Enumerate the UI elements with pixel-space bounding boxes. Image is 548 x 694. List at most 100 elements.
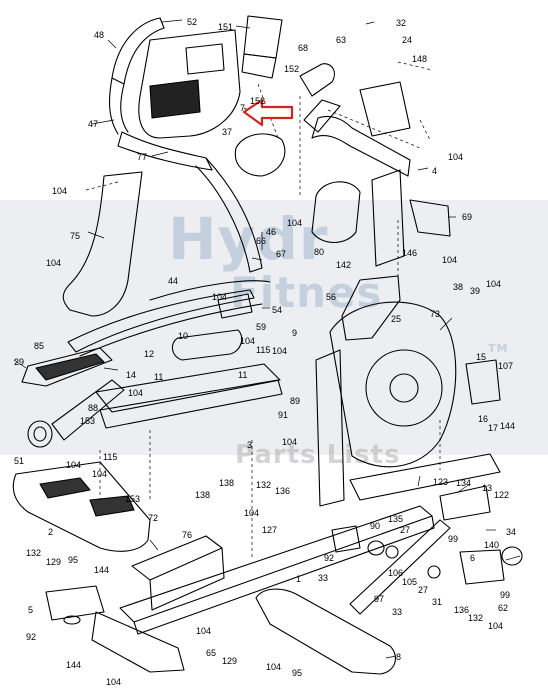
- callout-54: 54: [272, 305, 283, 315]
- callout-104: 104: [92, 469, 108, 479]
- callout-16: 16: [478, 414, 489, 424]
- callout-11: 11: [154, 372, 164, 382]
- callout-88: 88: [88, 403, 99, 413]
- callout-9: 9: [292, 328, 298, 338]
- callout-14: 14: [126, 370, 137, 380]
- callout-104: 104: [448, 152, 464, 162]
- callout-8: 8: [396, 652, 402, 662]
- callout-123: 123: [433, 477, 449, 487]
- callout-104: 104: [196, 626, 212, 636]
- callout-136: 136: [454, 605, 470, 615]
- callout-132: 132: [256, 480, 272, 490]
- callout-144: 144: [500, 421, 516, 431]
- callout-39: 39: [470, 286, 481, 296]
- callout-67: 67: [276, 249, 287, 259]
- callout-13: 13: [482, 483, 493, 493]
- callout-153: 153: [80, 416, 96, 426]
- callout-104: 104: [212, 292, 228, 302]
- callout-97: 97: [374, 594, 385, 604]
- callout-135: 135: [388, 514, 404, 524]
- callout-27: 27: [400, 525, 411, 535]
- callout-33: 33: [392, 607, 403, 617]
- callout-104: 104: [287, 218, 303, 228]
- callout-46: 46: [266, 227, 277, 237]
- callout-104: 104: [244, 508, 260, 518]
- callout-134: 134: [456, 478, 472, 488]
- callout-11: 11: [238, 370, 248, 380]
- callout-92: 92: [324, 553, 335, 563]
- callout-105: 105: [402, 577, 418, 587]
- callout-89: 89: [290, 396, 301, 406]
- callout-32: 32: [396, 18, 407, 28]
- callout-104: 104: [442, 255, 458, 265]
- callout-34: 34: [506, 527, 517, 537]
- callout-129: 129: [46, 557, 62, 567]
- callout-33: 33: [318, 573, 329, 583]
- callout-104: 104: [486, 279, 502, 289]
- watermark-mark: TM: [488, 342, 509, 355]
- callout-153: 153: [125, 494, 141, 504]
- callout-4: 4: [432, 166, 438, 176]
- callout-12: 12: [144, 349, 155, 359]
- callout-62: 62: [498, 603, 509, 613]
- callout-63: 63: [336, 35, 347, 45]
- callout-132: 132: [26, 548, 42, 558]
- callout-152: 152: [250, 96, 266, 106]
- callout-104: 104: [46, 258, 62, 268]
- callout-90: 90: [370, 521, 381, 531]
- callout-76: 76: [182, 530, 193, 540]
- callout-95: 95: [292, 668, 303, 678]
- callout-5: 5: [28, 605, 34, 615]
- callout-68: 68: [298, 43, 309, 53]
- callout-52: 52: [187, 17, 198, 27]
- callout-80: 80: [314, 247, 325, 257]
- callout-15: 15: [476, 352, 487, 362]
- callout-73: 73: [430, 309, 441, 319]
- callout-17: 17: [488, 423, 499, 433]
- callout-104: 104: [266, 662, 282, 672]
- callout-25: 25: [391, 314, 402, 324]
- callout-115: 115: [103, 452, 118, 462]
- callout-122: 122: [494, 490, 510, 500]
- callout-44: 44: [168, 276, 179, 286]
- callout-3: 3: [247, 440, 253, 450]
- callout-148: 148: [412, 54, 428, 64]
- callout-115: 115: [256, 345, 271, 355]
- callout-6: 6: [470, 553, 476, 563]
- callout-1: 1: [296, 574, 302, 584]
- watermark-line-2: Fitnes: [230, 268, 383, 317]
- callout-104: 104: [272, 346, 288, 356]
- callout-152: 152: [284, 64, 300, 74]
- callout-2: 2: [48, 527, 54, 537]
- callout-51: 51: [14, 456, 25, 466]
- callout-65: 65: [206, 648, 217, 658]
- callout-129: 129: [222, 656, 238, 666]
- callout-104: 104: [128, 388, 144, 398]
- callout-37: 37: [222, 127, 233, 137]
- callout-146: 146: [402, 248, 418, 258]
- callout-140: 140: [484, 540, 500, 550]
- callout-144: 144: [94, 565, 110, 575]
- callout-138: 138: [219, 478, 235, 488]
- callout-66: 66: [256, 236, 267, 246]
- callout-29: 29: [14, 357, 25, 367]
- callout-106: 106: [388, 568, 404, 578]
- callout-95: 95: [68, 555, 79, 565]
- callout-107: 107: [498, 361, 514, 371]
- callout-104: 104: [106, 677, 122, 687]
- callout-144: 144: [66, 660, 82, 670]
- callout-99: 99: [500, 590, 511, 600]
- callout-104: 104: [488, 621, 504, 631]
- callout-47: 47: [88, 119, 99, 129]
- callout-59: 59: [256, 322, 267, 332]
- callout-104: 104: [66, 460, 82, 470]
- watermark-band: [0, 200, 548, 455]
- callout-24: 24: [402, 35, 413, 45]
- callout-104: 104: [52, 186, 68, 196]
- callout-7: 7: [240, 103, 246, 113]
- callout-10: 10: [178, 331, 189, 341]
- callout-151: 151: [218, 22, 234, 32]
- callout-72: 72: [148, 513, 159, 523]
